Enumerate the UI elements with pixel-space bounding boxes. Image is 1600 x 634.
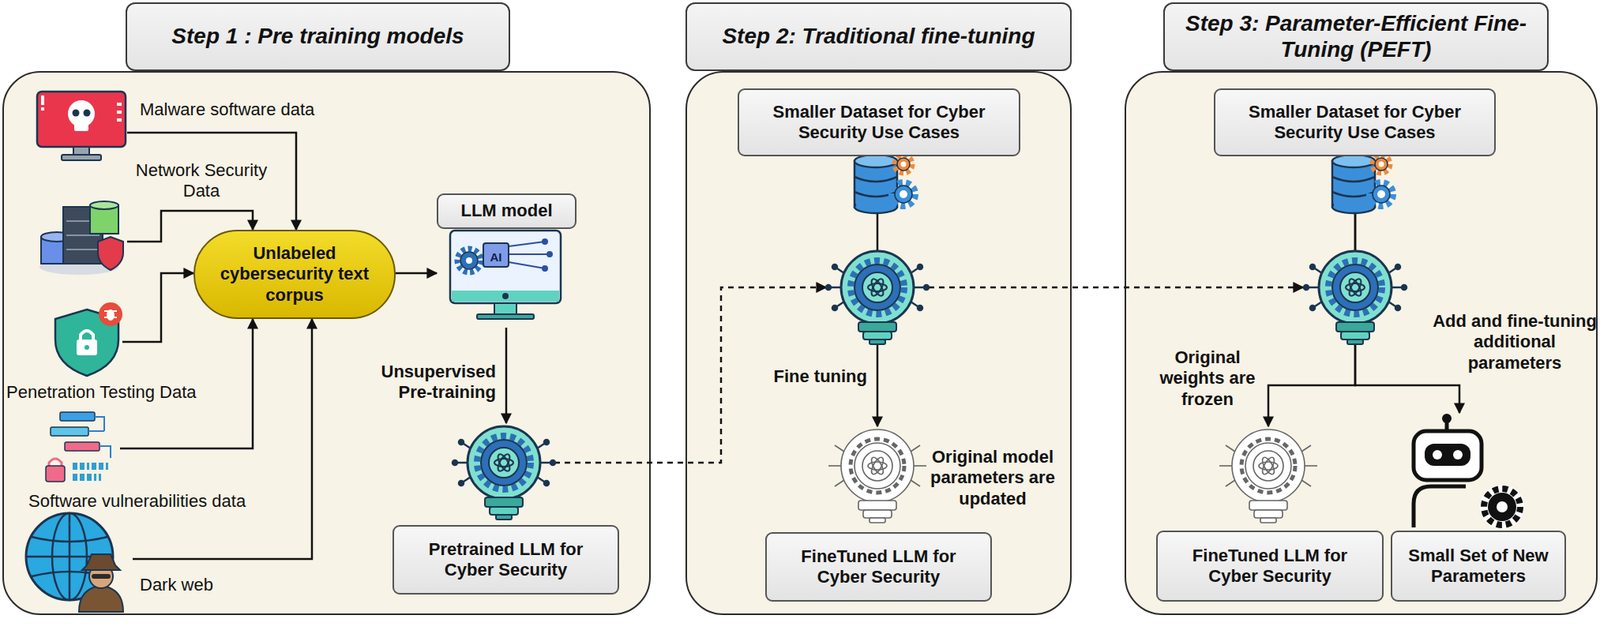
dataset-box: Smaller Dataset for Cyber Security Use C… (1213, 88, 1496, 157)
model-node: LLM model (436, 193, 577, 328)
text-holder: FineTuned LLM for Cyber Security (765, 532, 992, 602)
malware-icon (37, 91, 126, 161)
connector (505, 327, 508, 424)
text-holder: Small Set of New Parameters (1390, 530, 1567, 602)
note-label: Original model parameters are updated (920, 446, 1065, 510)
connector (120, 319, 253, 449)
node-text: LLM model (460, 200, 553, 222)
text-holder: Pretrained LLM for Cyber Security (392, 525, 620, 595)
text-holder: Malware software data (139, 99, 369, 121)
node-text: Dark web (139, 574, 259, 596)
edge-label-text: Fine tuning (734, 366, 868, 387)
vulnerability-icon (45, 412, 111, 482)
connector (122, 273, 194, 342)
chip-label: AI (483, 245, 509, 270)
connector (554, 287, 827, 463)
edge-label: Unsupervised Pre-training (353, 361, 496, 404)
text-holder: LLM model (436, 193, 577, 230)
text-holder: Network Security Data (118, 160, 285, 203)
node-text: Step 3: Parameter-Efficient Fine-Tuning … (1175, 11, 1537, 62)
dataset-box: Smaller Dataset for Cyber Security Use C… (737, 88, 1021, 157)
node-text: Malware software data (139, 99, 369, 121)
pentest-icon (55, 302, 123, 376)
text-holder: Unlabeled cybersecurity text corpus (193, 229, 396, 320)
data-source: Malware software data (35, 90, 128, 162)
data-source: Penetration Testing Data (51, 300, 123, 378)
parameter-node: Small Set of New Parameters (1390, 413, 1567, 602)
connector (127, 132, 297, 230)
data-source: Dark web (25, 510, 133, 613)
edge-label: Fine tuning (734, 366, 868, 387)
node-text: Smaller Dataset for Cyber Security Use C… (1223, 101, 1487, 144)
model-node: Pretrained LLM for Cyber Security (392, 423, 620, 595)
node-text: Software vulnerabilities data (28, 491, 313, 512)
text-holder: Penetration Testing Data (6, 382, 244, 403)
model-node: FineTuned LLM for Cyber Security (1156, 426, 1384, 602)
note-label: Original weights are frozen (1153, 347, 1262, 410)
text-holder: Step 2: Traditional fine-tuning (685, 2, 1072, 72)
darkweb-icon (26, 513, 124, 613)
network-icon (39, 201, 124, 275)
llm-monitor-icon (450, 230, 561, 320)
node-text: Penetration Testing Data (6, 382, 244, 403)
edge-label-text: Unsupervised Pre-training (353, 361, 496, 404)
node-text: Network Security Data (118, 160, 285, 203)
node-text: Unlabeled cybersecurity text corpus (210, 243, 379, 306)
corpus-pill: Unlabeled cybersecurity text corpus (193, 229, 396, 320)
note-label: Add and fine-tuning additional parameter… (1432, 311, 1597, 374)
chip-label: AI (483, 245, 509, 270)
text-holder: FineTuned LLM for Cyber Security (1156, 530, 1384, 602)
connector (132, 319, 312, 560)
note-label: Add and fine-tuning additional parameter… (1432, 311, 1597, 374)
text-holder: Dark web (139, 574, 259, 596)
text-holder: Step 1 : Pre training models (125, 2, 511, 72)
text-holder: Software vulnerabilities data (28, 491, 313, 512)
node-text: Small Set of New Parameters (1400, 545, 1557, 588)
node-text: FineTuned LLM for Cyber Security (1165, 545, 1375, 588)
node-text: Step 1 : Pre training models (171, 23, 464, 49)
connector (127, 210, 253, 242)
node-text: FineTuned LLM for Cyber Security (774, 546, 983, 589)
robot-icon (1413, 413, 1525, 530)
connector (395, 272, 437, 275)
text-holder: Step 3: Parameter-Efficient Fine-Tuning … (1163, 2, 1549, 72)
note-label: Original model parameters are updated (920, 446, 1065, 510)
data-source: Software vulnerabilities data (41, 409, 121, 489)
text-holder: Smaller Dataset for Cyber Security Use C… (1213, 88, 1496, 157)
data-source: Network Security Data (38, 199, 128, 276)
text-holder: Smaller Dataset for Cyber Security Use C… (737, 88, 1021, 157)
note-label: Original weights are frozen (1153, 347, 1262, 410)
connector (928, 286, 1304, 290)
node-text: Pretrained LLM for Cyber Security (401, 539, 610, 582)
node-text: Smaller Dataset for Cyber Security Use C… (747, 101, 1011, 144)
node-text: Step 2: Traditional fine-tuning (721, 23, 1035, 49)
step-panel: Step 1 : Pre training modelsMalware soft… (2, 71, 651, 616)
